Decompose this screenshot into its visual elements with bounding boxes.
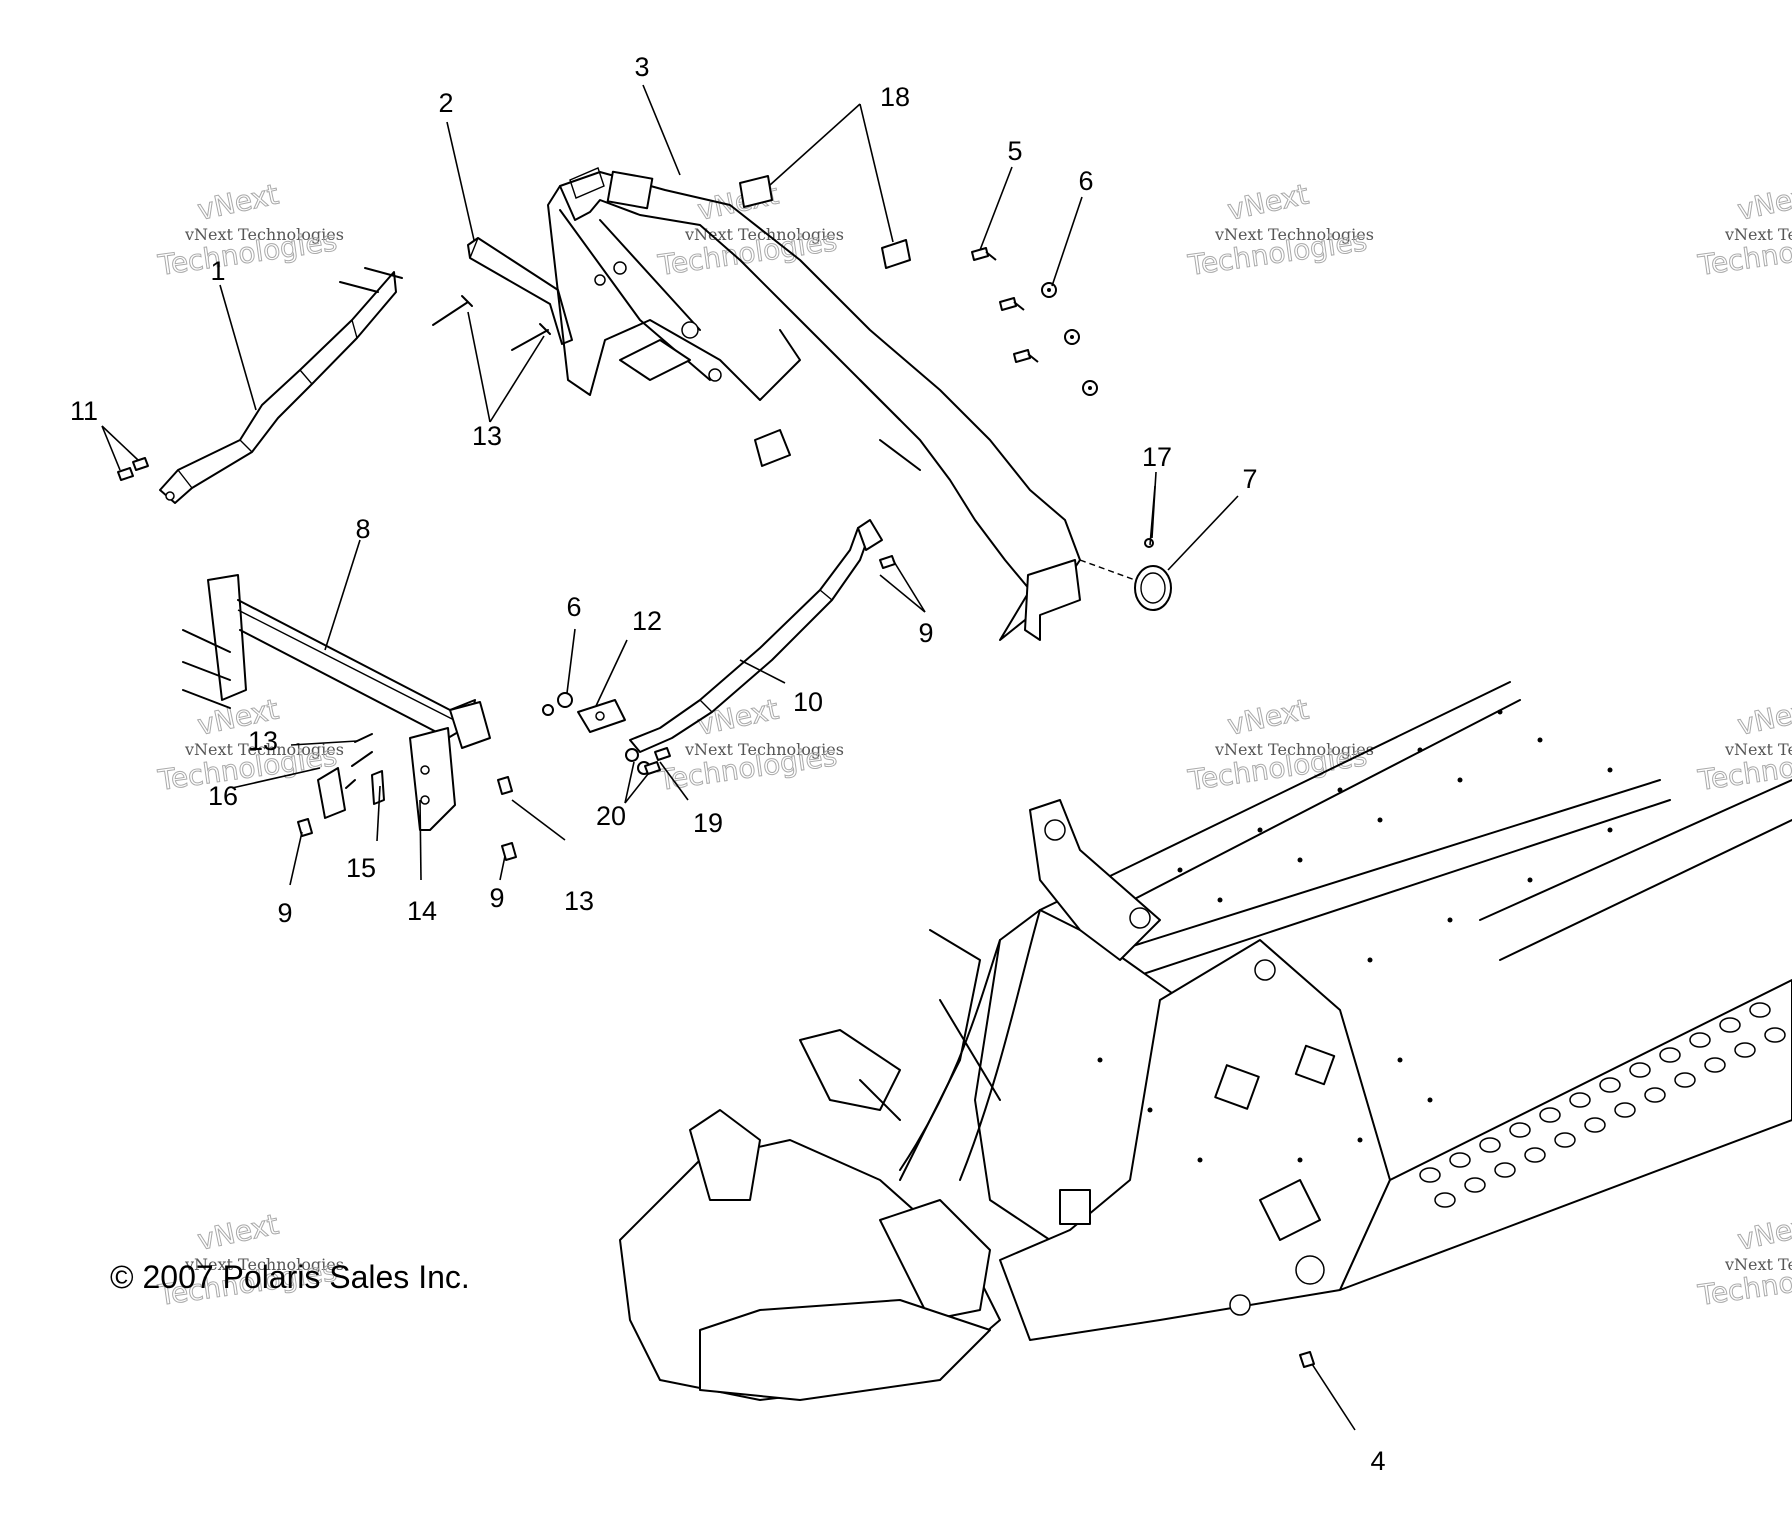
part-11-screws [117,457,149,481]
callout-16: 16 [208,781,238,811]
callout-6b: 6 [566,592,581,622]
leader-lines [101,84,1356,1431]
callout-6: 6 [1078,166,1093,196]
callout-9b: 9 [277,898,292,928]
callout-18: 18 [880,82,910,112]
svg-text:vNext Technologies: vNext Technologies [1724,225,1792,244]
rear-hardware [542,692,671,775]
part-2-bracket [467,237,573,345]
callout-13b: 13 [248,726,278,756]
svg-text:vNext: vNext [195,178,282,227]
watermark: vNext vNext Technologies Technologies [1185,177,1374,283]
part-8-cross-bar [182,574,491,831]
copyright-notice: © 2007 Polaris Sales Inc. [110,1259,470,1295]
svg-text:vNext Technologies: vNext Technologies [184,1255,344,1274]
callout-13a: 13 [472,421,502,451]
callout-8: 8 [355,514,370,544]
svg-text:vNext Technologies: vNext Technologies [684,740,844,759]
part-3-steering-support [547,167,1081,641]
svg-text:vNext Technologies: vNext Technologies [1214,225,1374,244]
callout-7: 7 [1242,464,1257,494]
watermark: vNext vNext Technologies Technologies [155,177,344,283]
callout-10: 10 [793,687,823,717]
callout-4: 4 [1370,1446,1385,1476]
part-18-pads [739,175,911,269]
svg-text:vNext Technologies: vNext Technologies [184,225,344,244]
callout-1: 1 [210,256,225,286]
callout-3: 3 [634,52,649,82]
watermark: vNext vNext Technologies Technologies [1695,692,1792,798]
part-7-cap [1079,538,1172,611]
svg-text:vNext Technologies: vNext Technologies [1724,1255,1792,1274]
svg-text:vNext: vNext [1225,693,1312,742]
svg-text:vNext: vNext [1735,1208,1792,1257]
callout-11: 11 [70,396,98,426]
svg-text:vNext Technologies: vNext Technologies [684,225,844,244]
watermark: vNext vNext Technologies Technologies [1695,1207,1792,1313]
part-4-chassis [619,681,1792,1401]
svg-text:vNext: vNext [695,693,782,742]
callout-5: 5 [1007,136,1022,166]
watermark: vNext vNext Technologies Technologies [1185,692,1374,798]
part-13-pins-top [432,295,551,351]
callout-14: 14 [407,896,437,926]
callout-20: 20 [596,801,626,831]
svg-text:vNext: vNext [195,1208,282,1257]
callout-9a: 9 [918,618,933,648]
svg-text:vNext: vNext [1735,693,1792,742]
callout-2: 2 [438,88,453,118]
bolt-set [971,247,1098,396]
part-10-rear-strut [577,519,896,753]
part-1-front-strut [159,267,403,504]
parts-14-16-brackets [297,733,517,861]
callouts: 1 2 3 4 5 6 6 7 8 9 9 9 9 10 11 12 13 13… [70,52,1386,1476]
callout-13c: 13 [564,886,594,916]
svg-text:vNext: vNext [1225,178,1312,227]
svg-text:vNext Technologies: vNext Technologies [1214,740,1374,759]
svg-text:vNext Technologies: vNext Technologies [1724,740,1792,759]
svg-text:vNext: vNext [1735,178,1792,227]
footrest-holes [1419,1002,1786,1208]
callout-17: 17 [1142,442,1172,472]
callout-19: 19 [693,808,723,838]
callout-15: 15 [346,853,376,883]
callout-9c: 9 [489,883,504,913]
callout-12: 12 [632,606,662,636]
watermark: vNext vNext Technologies Technologies [1695,177,1792,283]
